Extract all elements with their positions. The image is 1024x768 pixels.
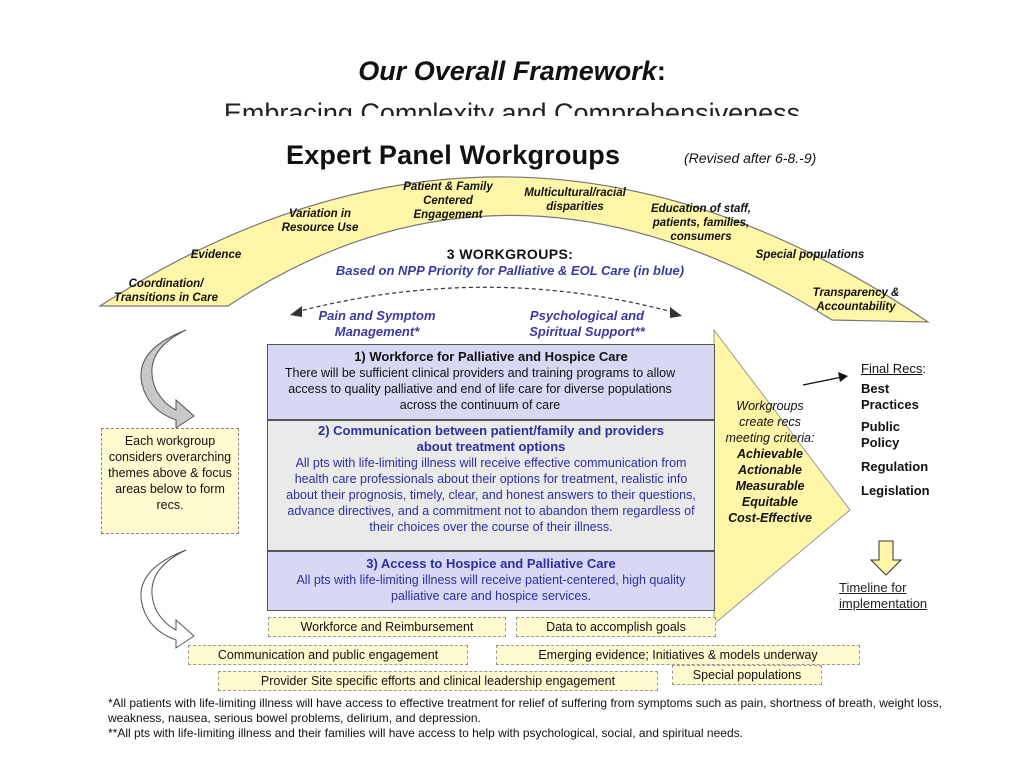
final-rec-item: Legislation: [861, 483, 930, 498]
domain-arrow-head-right: [670, 307, 682, 318]
slide-title: Our Overall Framework:: [0, 56, 1024, 87]
domain-psych-spiritual: Psychological and Spiritual Support**: [529, 308, 645, 339]
final-rec-item: Regulation: [861, 459, 929, 474]
curved-arrow-bottom: [140, 549, 195, 649]
criteria-intro: Workgroups create recs meeting criteria:: [725, 399, 815, 445]
focus-data-goals: Data to accomplish goals: [516, 617, 716, 637]
final-rec-item: Best Practices: [861, 381, 919, 412]
theme-variation: Variation in Resource Use: [281, 208, 359, 234]
footnotes: *All patients with life-limiting illness…: [108, 696, 988, 741]
domain-arrow-head-left: [290, 306, 302, 317]
focus-provider-site: Provider Site specific efforts and clini…: [218, 671, 658, 691]
domain-pain-symptom: Pain and Symptom Management*: [318, 308, 436, 339]
workgroup-description: There will be sufficient clinical provid…: [284, 366, 676, 412]
timeline-down-arrow: [869, 540, 903, 576]
workgroup-title: 3) Access to Hospice and Palliative Care: [366, 556, 616, 571]
workgroup-title: 2) Communication between patient/family …: [317, 423, 664, 454]
workgroup-description: All pts with life-limiting illness will …: [296, 573, 686, 603]
panel-revised-note: (Revised after 6-8.-9): [684, 150, 817, 166]
theme-multicultural: Multicultural/racial disparities: [524, 187, 626, 213]
slide-title-colon: :: [656, 56, 666, 86]
theme-coordination: Coordination/ Transitions in Care: [114, 278, 218, 304]
curved-arrow-top: [140, 329, 195, 429]
workgroup-description: All pts with life-limiting illness will …: [286, 456, 696, 534]
workgroup-box-access: 3) Access to Hospice and Palliative Care…: [267, 551, 715, 611]
workgroup-box-workforce: 1) Workforce for Palliative and Hospice …: [267, 344, 715, 420]
criteria-item: Measurable: [735, 479, 805, 493]
timeline-label: Timeline for implementation: [839, 580, 928, 611]
theme-arch: [97, 176, 931, 323]
criteria-item: Equitable: [741, 495, 799, 509]
footnote-psych: **All pts with life-limiting illness and…: [108, 726, 743, 740]
side-note-box: Each workgroup considers overarching the…: [101, 428, 239, 534]
focus-communication-engagement: Communication and public engagement: [188, 645, 468, 665]
criteria-item: Actionable: [738, 463, 802, 477]
focus-emerging-evidence: Emerging evidence; Initiatives & models …: [496, 645, 860, 665]
final-recs: Final Recs: Best Practices Public Policy…: [861, 361, 939, 499]
criteria-list: Workgroups create recs meeting criteria:…: [725, 398, 815, 526]
panel-title: Expert Panel Workgroups: [286, 140, 621, 170]
theme-special-populations: Special populations: [755, 249, 865, 261]
domain-arrow: [295, 286, 677, 314]
workgroup-title: 1) Workforce for Palliative and Hospice …: [354, 349, 628, 364]
final-recs-arrow-head: [838, 372, 848, 382]
slide-subtitle: Embracing Complexity and Comprehensivene…: [223, 98, 801, 116]
final-rec-item: Public Policy: [861, 419, 901, 450]
footnote-pain: *All patients with life-limiting illness…: [108, 696, 942, 725]
theme-transparency: Transparency & Accountability: [812, 287, 900, 313]
final-recs-colon: :: [922, 361, 927, 376]
criteria-item: Cost-Effective: [728, 511, 812, 525]
theme-patient-family: Patient & Family Centered Engagement: [403, 181, 493, 221]
focus-special-populations: Special populations: [672, 665, 822, 685]
theme-evidence: Evidence: [190, 249, 242, 261]
workgroups-subheading: Based on NPP Priority for Palliative & E…: [335, 263, 685, 278]
workgroups-heading: 3 WORKGROUPS:: [446, 246, 574, 262]
criteria-item: Achievable: [736, 447, 803, 461]
workgroup-box-communication: 2) Communication between patient/family …: [267, 420, 715, 551]
focus-workforce-reimbursement: Workforce and Reimbursement: [268, 617, 506, 637]
final-recs-arrow-line: [802, 376, 843, 386]
theme-education: Education of staff, patients, families, …: [650, 203, 752, 243]
slide-title-text: Our Overall Framework: [358, 56, 657, 86]
final-recs-label: Final Recs: [861, 361, 923, 376]
